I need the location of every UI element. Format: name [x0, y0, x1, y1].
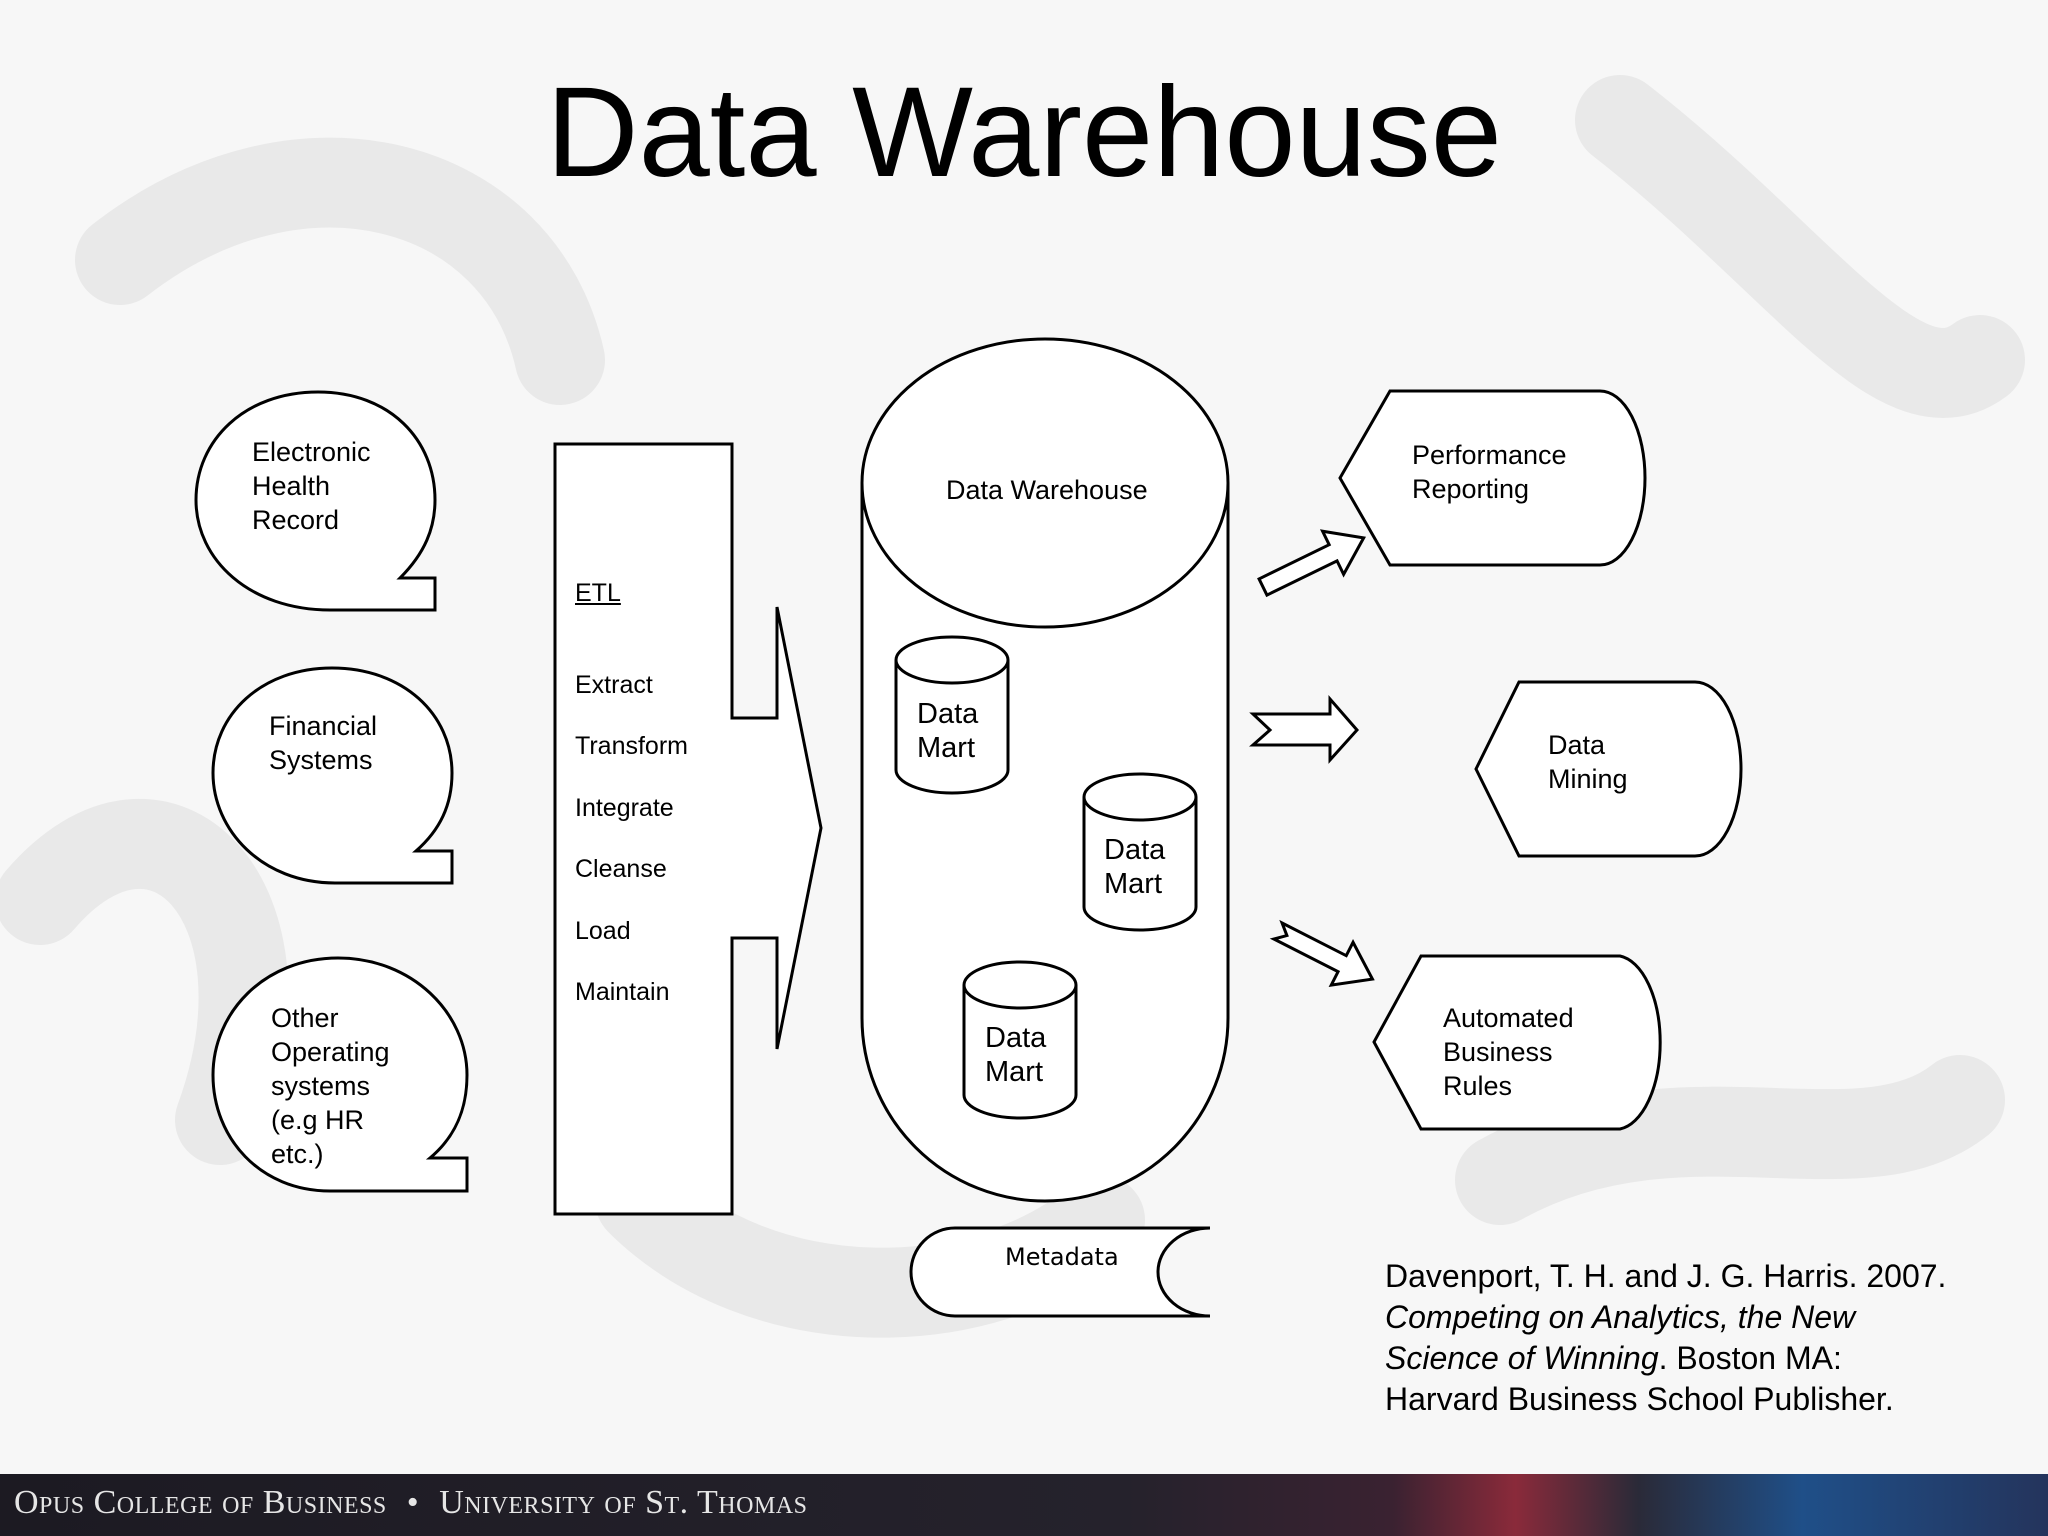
citation-line-2: Competing on Analytics, the New [1385, 1299, 1856, 1335]
etl-step-maintain: Maintain [575, 978, 670, 1006]
source-label-financial: Financial Systems [269, 711, 378, 775]
etl-block-arrow [553, 442, 823, 1216]
output-label-performance: Performance Reporting [1412, 440, 1567, 504]
slide-title: Data Warehouse [546, 61, 1502, 204]
output-shape-performance [1338, 389, 1647, 567]
data-mart-label-3: Data Mart [985, 1022, 1047, 1088]
data-mart-cylinder-1 [894, 635, 1010, 795]
output-arrow-rules [1269, 919, 1375, 987]
etl-step-extract: Extract [575, 671, 653, 699]
etl-step-integrate: Integrate [575, 794, 674, 822]
output-arrow-performance [1257, 529, 1367, 598]
footer-banner: Opus College of Business • University of S… [0, 1474, 2048, 1536]
source-label-ehr: Electronic Health Record [252, 437, 371, 535]
metadata-label: Metadata [1005, 1243, 1119, 1271]
etl-step-load: Load [575, 917, 631, 945]
footer-college: Opus College of Business [14, 1484, 387, 1521]
footer-university: University of St. Thomas [439, 1484, 808, 1521]
warehouse-label: Data Warehouse [946, 475, 1148, 505]
etl-step-transform: Transform [575, 732, 688, 760]
warehouse-cylinder-top [860, 337, 1230, 629]
data-mart-cylinder-2 [1082, 772, 1198, 932]
footer-separator: • [406, 1484, 420, 1521]
footer-text: Opus College of Business • University of S… [14, 1484, 807, 1522]
data-mart-cylinder-3 [962, 960, 1078, 1120]
citation-line-3: Science of Winning. Boston MA: [1385, 1340, 1842, 1376]
data-mart-label-2: Data Mart [1104, 834, 1166, 900]
citation: Davenport, T. H. and J. G. Harris. 2007.… [1385, 1256, 2025, 1420]
output-label-mining: Data Mining [1548, 730, 1628, 794]
source-bubble-ehr [194, 390, 437, 612]
metadata-shape [909, 1226, 1211, 1318]
source-bubble-financial [211, 666, 454, 885]
output-shape-mining [1474, 680, 1743, 858]
citation-line-4: Harvard Business School Publisher. [1385, 1381, 1894, 1417]
output-arrow-mining [1249, 694, 1360, 764]
etl-title: ETL [575, 579, 621, 607]
output-label-rules: Automated Business Rules [1443, 1003, 1574, 1101]
source-label-other: Other Operating systems (e.g HR etc.) [271, 1003, 390, 1169]
background-watermark [0, 75, 2025, 1338]
data-mart-label-1: Data Mart [917, 698, 979, 764]
output-shape-rules [1372, 954, 1662, 1131]
source-bubble-other [211, 956, 469, 1193]
citation-line-1: Davenport, T. H. and J. G. Harris. 2007. [1385, 1258, 1947, 1294]
etl-step-cleanse: Cleanse [575, 855, 667, 883]
